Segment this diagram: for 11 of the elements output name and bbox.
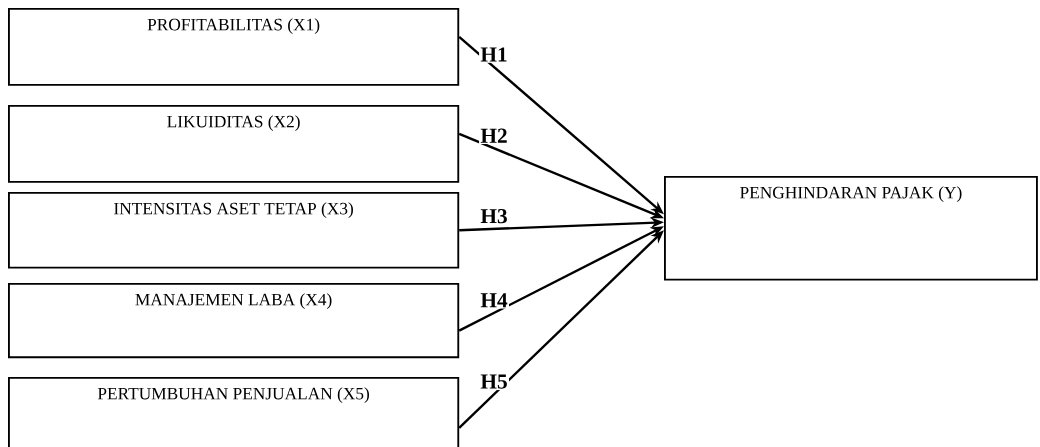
edge-label: H5 <box>479 373 509 391</box>
edge-label: H4 <box>479 291 509 309</box>
edge-label: H2 <box>479 127 509 144</box>
process-box: PROFITABILITAS (X1) <box>8 8 460 86</box>
process-box: LIKUIDITAS (X2) <box>8 105 460 183</box>
process-box: PENGHINDARAN PAJAK (Y) <box>664 176 1038 281</box>
edge-label: H1 <box>479 46 509 63</box>
edge-label: H3 <box>479 207 509 225</box>
process-box: PERTUMBUHAN PENJUALAN (X5) <box>8 377 460 447</box>
process-box: INTENSITAS ASET TETAP (X3) <box>8 192 460 269</box>
process-box: MANAJEMEN LABA (X4) <box>8 283 460 359</box>
